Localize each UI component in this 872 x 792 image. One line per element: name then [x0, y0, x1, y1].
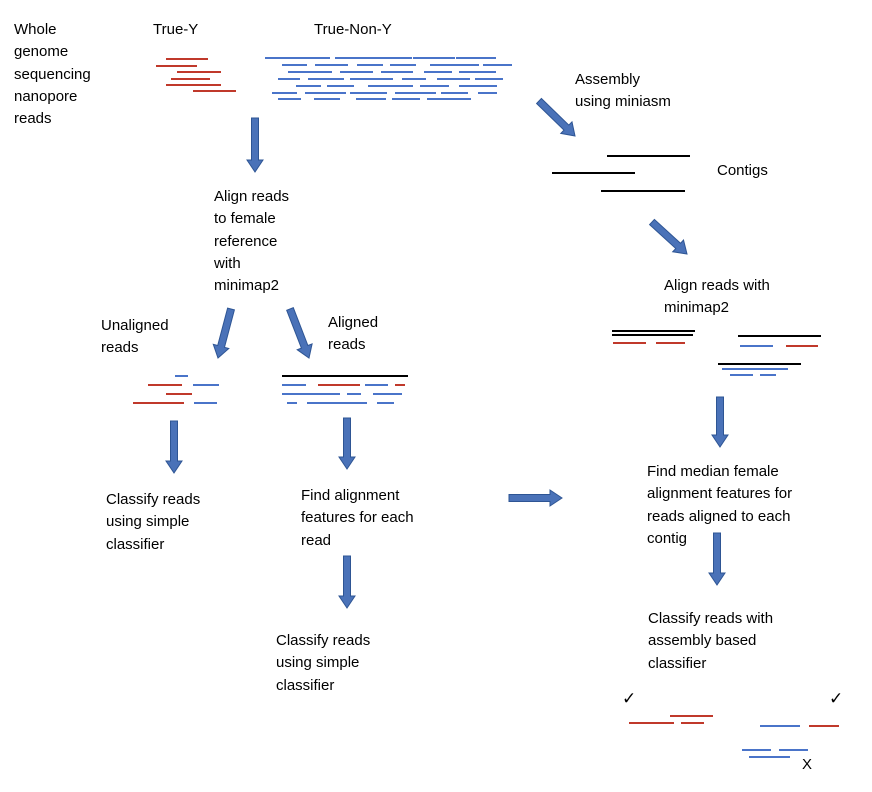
- check-mark-left: ✓: [622, 689, 637, 709]
- arrow-to-unaligned: [212, 307, 236, 359]
- align-female-label: Align reads to female reference with min…: [214, 188, 290, 295]
- find-median-label: Find median female alignment features fo…: [647, 463, 793, 547]
- arrow-to-classify-unaligned: [165, 420, 183, 474]
- classify-aligned-label: Classify reads using simple classifier: [276, 632, 371, 694]
- arrow-to-find-features: [338, 417, 356, 470]
- align-contigs-label: Align reads with minimap2: [664, 277, 770, 317]
- arrow-to-align-female: [246, 117, 264, 173]
- cross-mark: X: [802, 756, 813, 773]
- arrow-to-classify-assembly: [708, 532, 726, 586]
- arrow-to-classify-aligned: [338, 555, 356, 609]
- classify-unaligned-label: Classify reads using simple classifier: [106, 491, 201, 553]
- find-features-label: Find alignment features for each read: [301, 487, 414, 549]
- assembly-label: Assembly using miniasm: [575, 71, 671, 111]
- aligned-reads-label: Aligned reads: [328, 314, 379, 354]
- check-mark-right: ✓: [829, 689, 844, 709]
- contigs-label: Contigs: [717, 162, 768, 179]
- arrow-to-find-median: [711, 396, 729, 448]
- true-y-label: True-Y: [153, 21, 199, 38]
- arrow-to-aligned: [286, 307, 313, 359]
- true-non-y-label: True-Non-Y: [314, 21, 392, 38]
- arrow-to-align-contigs: [648, 218, 688, 255]
- wgs-reads-label: Whole genome sequencing nanopore reads: [14, 21, 91, 128]
- arrow-features-to-median: [508, 489, 563, 507]
- arrow-to-assembly: [535, 97, 576, 137]
- unaligned-reads-label: Unaligned reads: [101, 317, 169, 357]
- classify-assembly-label: Classify reads with assembly based class…: [648, 610, 774, 672]
